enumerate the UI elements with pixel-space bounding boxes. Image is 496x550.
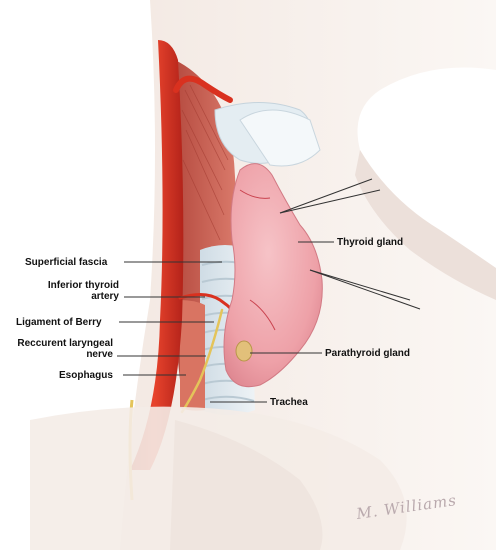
label-ligament-of-berry: Ligament of Berry — [16, 317, 102, 328]
label-trachea: Trachea — [270, 397, 308, 408]
label-thyroid-gland: Thyroid gland — [337, 237, 404, 248]
carotid-artery — [130, 40, 184, 470]
recurrent-laryngeal-nerve-path — [180, 308, 224, 414]
label-recurrent-laryngeal-nerve: Reccurent laryngeal nerve — [5, 338, 113, 360]
label-esophagus: Esophagus — [59, 370, 113, 381]
thyroid-lobe — [223, 163, 323, 388]
thyroid-vessel-1 — [239, 189, 271, 199]
label-parathyroid-gland: Parathyroid gland — [325, 348, 411, 359]
larynx-upper — [239, 109, 321, 167]
leader-lines — [117, 178, 421, 403]
parathyroid — [235, 340, 253, 362]
jaw-shadow — [355, 150, 496, 300]
sternum-shape — [170, 420, 323, 550]
external-carotid — [173, 75, 233, 103]
label-inferior-thyroid-artery-line1: Inferior thyroid — [47, 280, 119, 291]
label-recurrent-laryngeal-nerve-line2: nerve — [86, 349, 113, 360]
label-superficial-fascia: Superficial fascia — [25, 257, 108, 268]
thyroid-vessel-2 — [249, 299, 276, 331]
label-inferior-thyroid-artery: Inferior thyroid artery — [39, 280, 119, 302]
label-recurrent-laryngeal-nerve-line1: Reccurent laryngeal — [17, 338, 113, 349]
label-inferior-thyroid-artery-line2: artery — [91, 291, 119, 302]
